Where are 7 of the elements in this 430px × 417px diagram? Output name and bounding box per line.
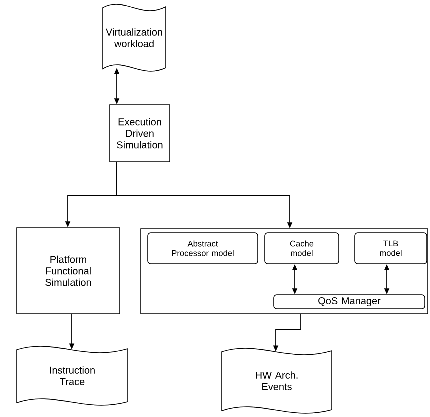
- module-box: QoS Manager: [274, 294, 426, 310]
- process-box: [140, 228, 428, 314]
- process-box: Platform Functional Simulation: [16, 228, 120, 314]
- module-box: Abstract Processor model: [148, 232, 258, 264]
- module-box: TLB model: [354, 232, 428, 264]
- process-box: Execution Driven Simulation: [110, 104, 170, 162]
- module-box: Cache model: [264, 232, 340, 264]
